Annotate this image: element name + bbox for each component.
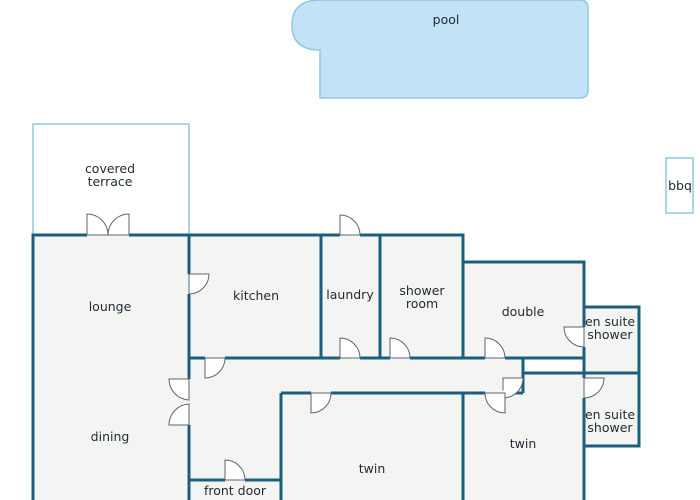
en-suite-1-label-line1: en suite — [585, 314, 635, 329]
bbq — [665, 157, 694, 214]
en-suite-2-label-line1: en suite — [585, 407, 635, 422]
double-label: double — [502, 304, 545, 319]
shower-room-label-line2: room — [406, 296, 438, 311]
covered-terrace — [32, 123, 190, 236]
covered-terrace-label-line2: terrace — [88, 174, 133, 189]
covered-terrace-label-line1: covered — [85, 161, 135, 176]
dining-label: dining — [91, 429, 130, 444]
pool — [291, 0, 589, 99]
twin-right-label: twin — [510, 436, 537, 451]
pool-label: pool — [433, 12, 460, 27]
kitchen-label: kitchen — [233, 288, 279, 303]
shower-room-label-line1: shower — [399, 283, 445, 298]
lounge-label: lounge — [89, 299, 132, 314]
en-suite-2-label-line2: shower — [587, 420, 633, 435]
bbq-label: bbq — [668, 178, 692, 193]
doors — [86, 213, 605, 483]
twin-center-label: twin — [359, 461, 386, 476]
front-door-label: front door — [204, 483, 267, 498]
floors — [33, 235, 639, 500]
en-suite-1-label-line2: shower — [587, 327, 633, 342]
laundry-label: laundry — [326, 287, 374, 302]
